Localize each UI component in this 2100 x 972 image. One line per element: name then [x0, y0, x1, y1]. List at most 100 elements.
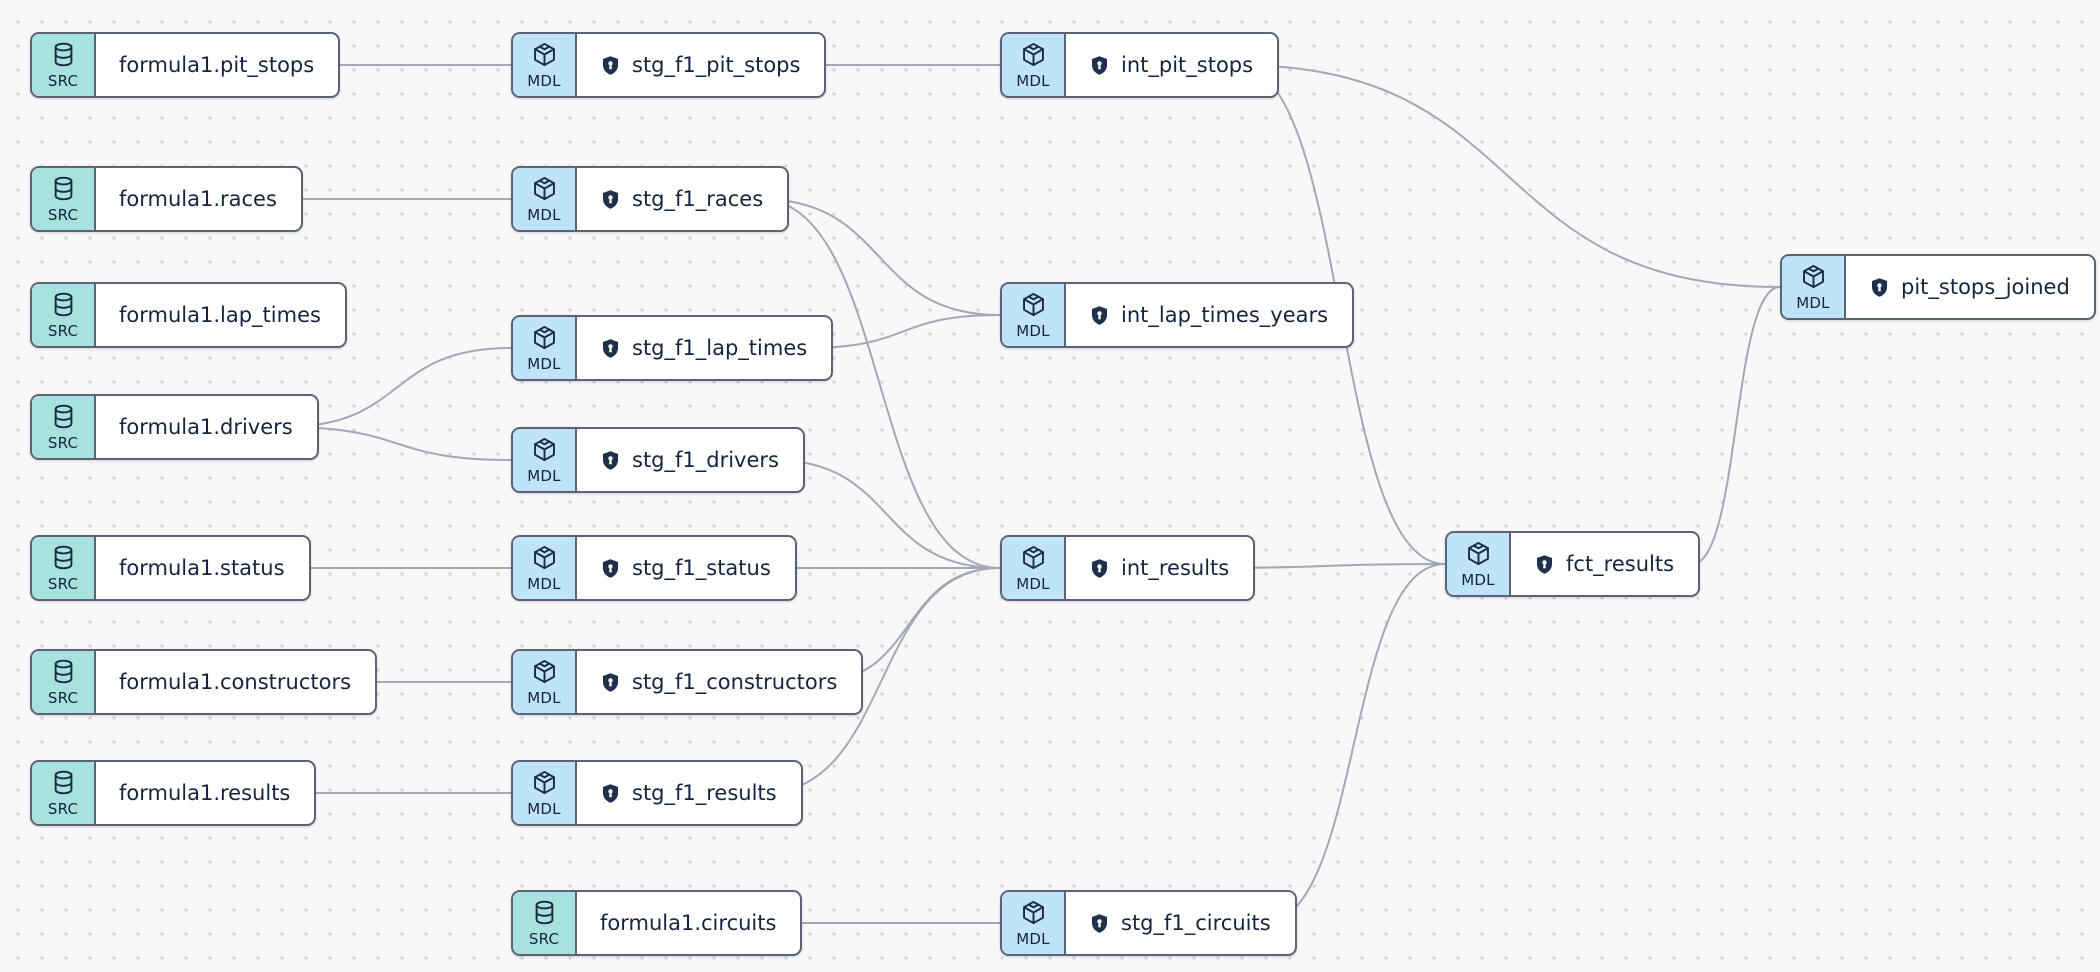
shield-icon [600, 54, 621, 77]
node-stg-f1-constructors[interactable]: MDL stg_f1_constructors [511, 649, 864, 715]
node-label: int_pit_stops [1121, 53, 1254, 77]
cube-icon [531, 41, 558, 72]
node-stg-f1-pit-stops[interactable]: MDL stg_f1_pit_stops [511, 32, 827, 98]
model-badge: MDL [1782, 256, 1846, 318]
shield-icon [600, 671, 621, 694]
node-label: formula1.constructors [119, 670, 352, 694]
source-badge: SRC [32, 168, 96, 230]
node-label: int_lap_times_years [1121, 303, 1329, 327]
model-badge: MDL [513, 168, 577, 230]
node-label: stg_f1_constructors [632, 670, 838, 694]
node-body: fct_results [1511, 533, 1698, 595]
node-label: stg_f1_circuits [1121, 911, 1271, 935]
badge-label: MDL [527, 72, 561, 90]
node-pit-stops-joined[interactable]: MDL pit_stops_joined [1780, 254, 2096, 320]
cube-icon [1020, 41, 1047, 72]
database-icon [50, 291, 77, 322]
source-badge: SRC [32, 762, 96, 824]
badge-label: SRC [47, 322, 79, 340]
node-body: formula1.drivers [96, 396, 317, 458]
badge-label: MDL [527, 689, 561, 707]
node-int-results[interactable]: MDL int_results [1000, 535, 1256, 601]
source-badge: SRC [32, 651, 96, 713]
node-body: stg_f1_circuits [1066, 892, 1295, 954]
badge-label: SRC [47, 575, 79, 593]
edge-stg-circuits-to-fct-results [1262, 563, 1446, 924]
edge-stg-races-to-int-results [758, 198, 1001, 569]
badge-label: SRC [47, 434, 79, 452]
badge-label: SRC [47, 72, 79, 90]
node-stg-f1-status[interactable]: MDL stg_f1_status [511, 535, 797, 601]
node-label: formula1.drivers [119, 415, 293, 439]
shield-icon [1089, 912, 1110, 935]
badge-label: MDL [1796, 294, 1830, 312]
node-body: formula1.circuits [577, 892, 800, 954]
model-badge: MDL [513, 537, 577, 599]
shield-icon [1089, 557, 1110, 580]
database-icon [531, 899, 558, 930]
badge-label: MDL [527, 206, 561, 224]
node-formula1-races[interactable]: SRC formula1.races [30, 166, 303, 232]
model-badge: MDL [1002, 284, 1066, 346]
node-formula1-status[interactable]: SRC formula1.status [30, 535, 311, 601]
model-badge: MDL [513, 762, 577, 824]
badge-label: SRC [47, 689, 79, 707]
node-stg-f1-races[interactable]: MDL stg_f1_races [511, 166, 790, 232]
node-label: stg_f1_status [632, 556, 771, 580]
node-int-pit-stops[interactable]: MDL int_pit_stops [1000, 32, 1280, 98]
node-int-lap-times-years[interactable]: MDL int_lap_times_years [1000, 282, 1355, 348]
node-label: int_results [1121, 556, 1230, 580]
node-formula1-pit-stops[interactable]: SRC formula1.pit_stops [30, 32, 341, 98]
badge-label: MDL [527, 467, 561, 485]
cube-icon [531, 769, 558, 800]
badge-label: MDL [1016, 322, 1050, 340]
node-label: fct_results [1566, 552, 1675, 576]
shield-icon [600, 337, 621, 360]
badge-label: MDL [1016, 72, 1050, 90]
node-body: formula1.lap_times [96, 284, 345, 346]
cube-icon [531, 544, 558, 575]
cube-icon [1020, 544, 1047, 575]
node-body: stg_f1_status [577, 537, 795, 599]
edge-int-pit-stops-to-pit-stops-joined [1235, 64, 1781, 288]
node-body: formula1.status [96, 537, 309, 599]
node-formula1-constructors[interactable]: SRC formula1.constructors [30, 649, 378, 715]
node-label: stg_f1_results [632, 781, 777, 805]
node-label: pit_stops_joined [1901, 275, 2070, 299]
edge-stg-races-to-int-lap-times-years [758, 198, 1001, 316]
source-badge: SRC [32, 396, 96, 458]
node-body: stg_f1_lap_times [577, 317, 831, 379]
node-formula1-lap-times[interactable]: SRC formula1.lap_times [30, 282, 347, 348]
node-body: formula1.pit_stops [96, 34, 338, 96]
shield-icon [1869, 276, 1890, 299]
model-badge: MDL [513, 317, 577, 379]
edge-src-drivers-to-stg-lap-times [282, 347, 512, 428]
cube-icon [1800, 263, 1827, 294]
model-badge: MDL [513, 429, 577, 491]
badge-label: SRC [47, 206, 79, 224]
node-stg-f1-results[interactable]: MDL stg_f1_results [511, 760, 803, 826]
edge-src-drivers-to-stg-drivers [282, 426, 512, 461]
model-badge: MDL [1002, 537, 1066, 599]
model-badge: MDL [513, 34, 577, 96]
source-badge: SRC [32, 34, 96, 96]
node-formula1-drivers[interactable]: SRC formula1.drivers [30, 394, 319, 460]
source-badge: SRC [513, 892, 577, 954]
database-icon [50, 403, 77, 434]
node-body: formula1.races [96, 168, 301, 230]
cube-icon [1465, 540, 1492, 571]
database-icon [50, 175, 77, 206]
node-label: stg_f1_races [632, 187, 764, 211]
node-label: stg_f1_pit_stops [632, 53, 801, 77]
cube-icon [531, 324, 558, 355]
shield-icon [600, 782, 621, 805]
node-body: formula1.constructors [96, 651, 375, 713]
